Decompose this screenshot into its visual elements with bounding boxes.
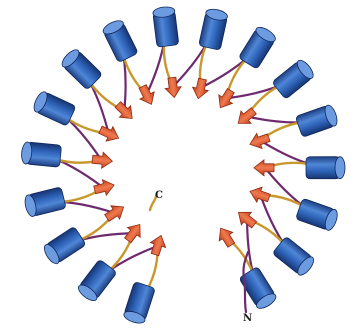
alpha-helix: [152, 6, 179, 47]
beta-strand: [93, 177, 116, 197]
alpha-helix: [199, 7, 229, 50]
alpha-helix: [306, 157, 345, 179]
alpha-helix: [41, 226, 86, 266]
strand-arrow: [92, 151, 113, 169]
termini-layer: [150, 196, 248, 312]
beta-strand: [97, 122, 122, 145]
alpha-helix: [122, 282, 155, 326]
beta-strand: [247, 184, 271, 206]
alpha-helix: [21, 142, 62, 168]
alpha-helix: [296, 198, 340, 232]
strand-arrow: [147, 233, 168, 257]
strand-arrow: [247, 184, 271, 206]
n-terminus-label: N: [243, 313, 252, 324]
alpha-helix: [295, 104, 339, 138]
helix-cap: [335, 157, 345, 179]
beta-strand: [214, 86, 238, 111]
strand-arrow: [247, 130, 271, 152]
beta-strand: [92, 151, 113, 169]
c-terminus-label: C: [155, 190, 163, 201]
beta-strand: [247, 130, 271, 152]
alpha-helix: [101, 18, 138, 63]
alpha-helix: [31, 90, 76, 126]
alpha-helix: [272, 58, 316, 100]
alpha-helix: [23, 187, 66, 218]
alpha-helix: [76, 259, 117, 303]
beta-strand: [147, 233, 168, 257]
strand-arrow: [190, 77, 210, 100]
alpha-helix: [59, 47, 102, 90]
strand-arrow: [214, 86, 238, 111]
strand-arrow: [93, 177, 116, 197]
alpha-helix: [272, 236, 316, 278]
strand-arrow: [97, 122, 122, 145]
beta-strand: [190, 77, 210, 100]
